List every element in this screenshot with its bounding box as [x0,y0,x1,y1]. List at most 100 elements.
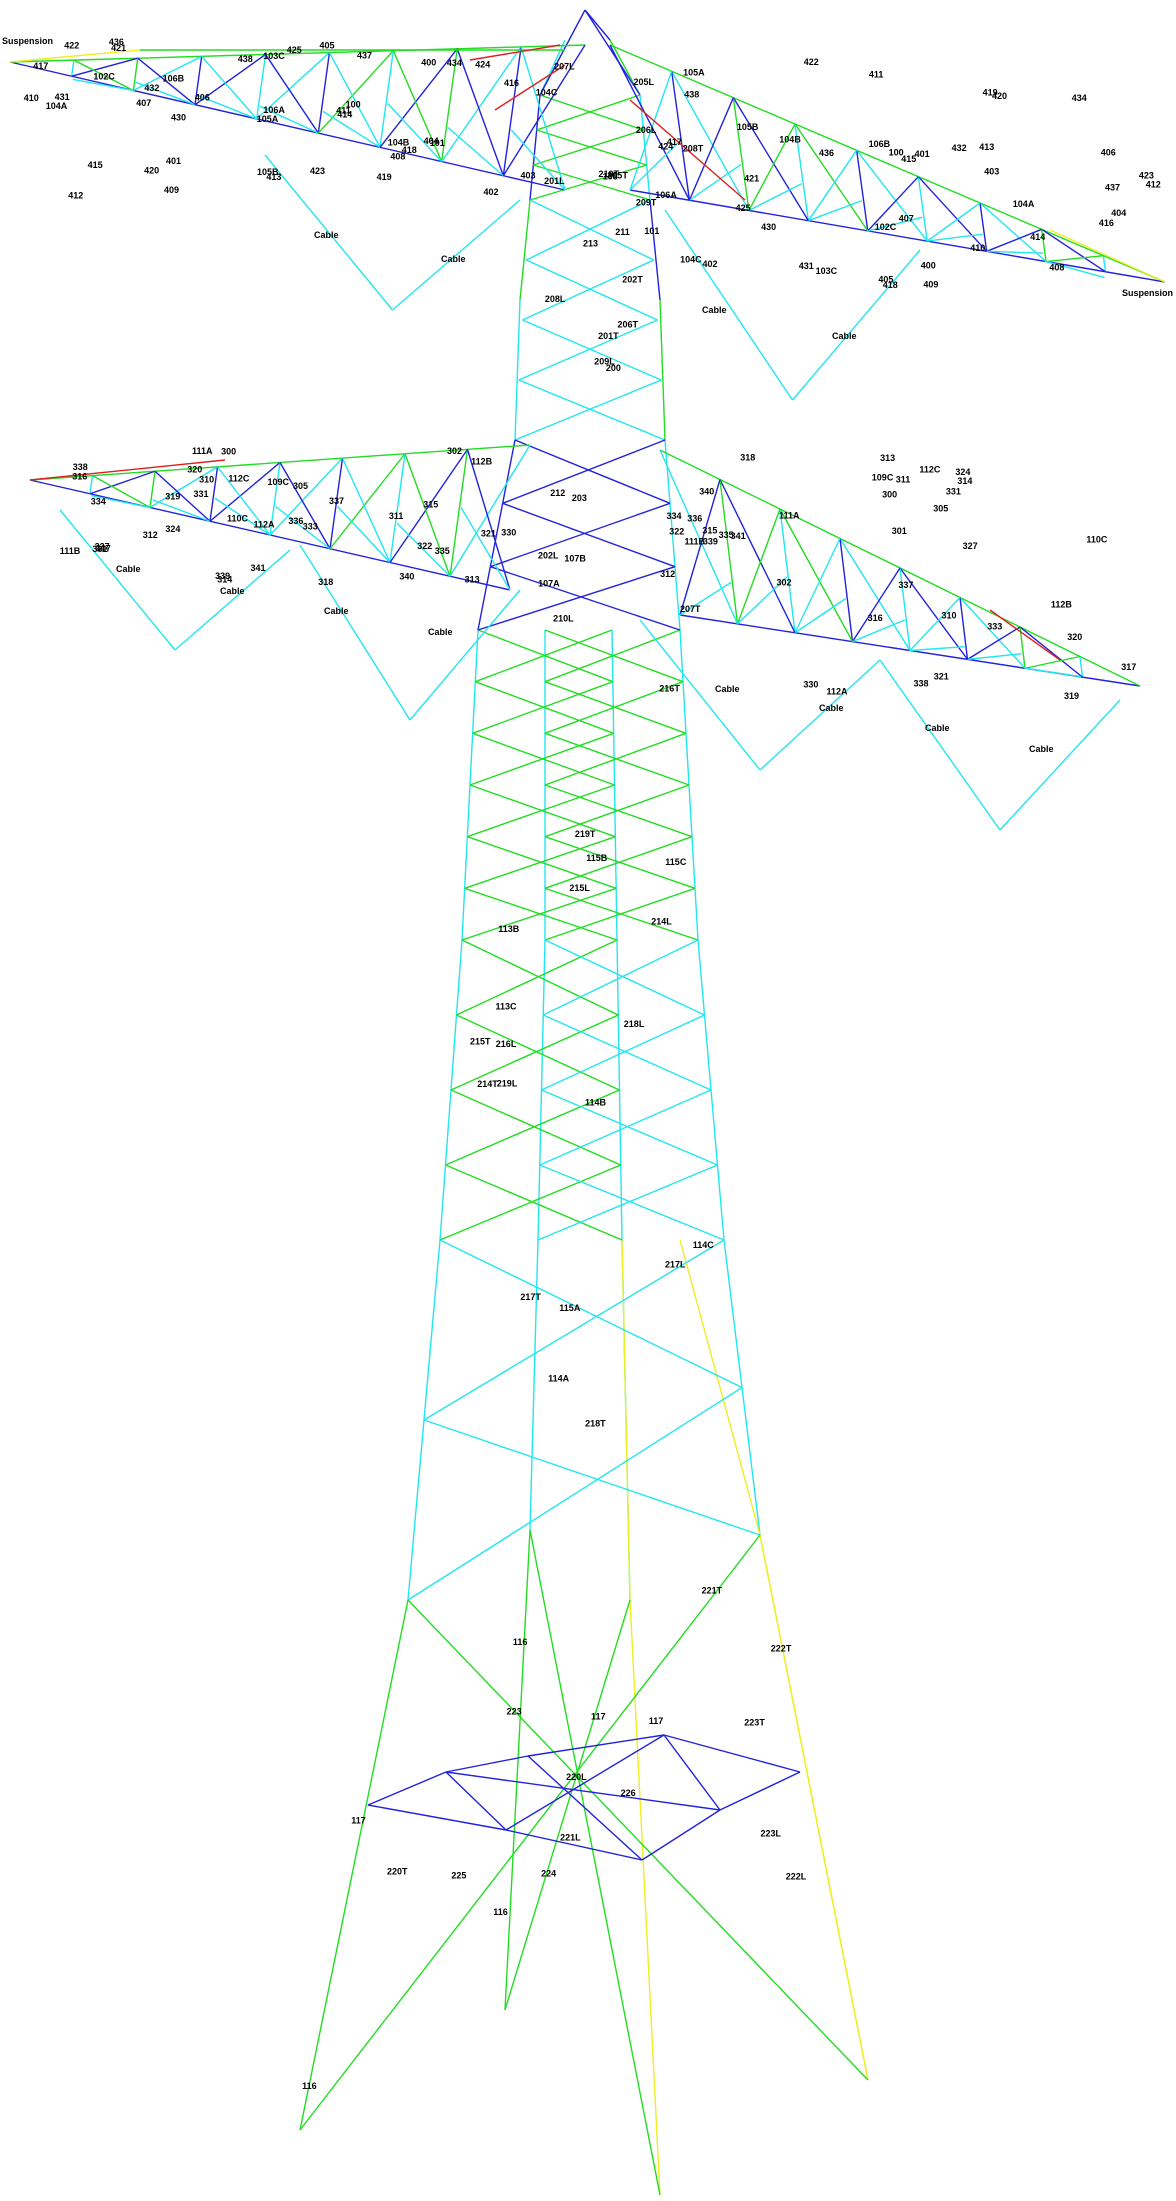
member-label: 223T [744,1718,765,1728]
annotation-labels: Suspension Suspension Cable Cable Cable … [2,36,1173,754]
member-label: 314 [957,476,972,486]
member-line-cyan [259,105,319,134]
member-line-blue [514,439,671,504]
member-label: 335 [435,546,450,556]
member-line-green [736,508,781,625]
member-line-cyan [379,50,395,148]
member-line-blue [490,502,671,568]
member-line-cyan [664,209,794,401]
member-line-cyan [525,199,651,261]
member-line-green [9,44,586,63]
member-label: 226 [621,1788,636,1798]
member-line-cyan [856,149,928,242]
member-label: 407 [136,98,151,108]
member-label: 105B [737,122,759,132]
member-label: 112A [254,520,276,530]
member-line-green [329,453,406,550]
member-label: 337 [898,580,913,590]
member-label: 412 [1146,180,1161,190]
member-label: 431 [55,92,70,102]
member-line-cyan [537,1164,718,1241]
member-label: 412 [68,191,83,201]
member-label: 310 [199,474,214,484]
member-line-cyan [808,199,863,222]
member-line-blue [71,57,138,77]
member-line-blue [663,1734,721,1811]
member-line-blue [649,199,661,301]
member-line-blue [89,470,156,495]
member-line-cyan [216,466,271,536]
member-label: 312 [660,569,675,579]
member-label: 421 [111,43,126,53]
member-line-cyan [514,379,662,441]
member-line-cyan [439,1239,743,1389]
member-label: 432 [144,83,159,93]
member-label: 416 [1099,218,1114,228]
member-label: 411 [869,69,884,79]
member-line-cyan [407,1386,743,1601]
member-label: 210T [599,169,620,179]
member-line-green [440,48,458,162]
member-line-cyan [917,176,928,242]
member-label: 200 [606,363,621,373]
suspension-label-left: Suspension [2,36,53,46]
member-label: 108 [603,171,618,181]
member-line-green [456,1014,620,1091]
member-line-green [529,164,647,201]
member-line-green [533,164,651,201]
member-label: 216T [659,683,680,693]
member-label: 202L [538,551,559,561]
cable-label: Cable [428,627,453,637]
member-line-cyan [89,475,94,494]
member-line-blue [209,461,281,522]
member-label: 203 [572,493,587,503]
member-line-blue [490,566,681,631]
member-line-green [449,449,469,577]
member-label: 418 [883,280,898,290]
member-label: 430 [761,222,776,232]
member-label: 415 [901,154,916,164]
member-label: 209L [594,357,615,367]
member-line-cyan [839,538,911,651]
member-line-green [92,475,151,509]
member-line-cyan [544,939,705,1016]
member-line-cyan [539,1089,712,1166]
member-line-blue [194,53,266,106]
member-line-green [539,94,644,131]
member-label: 216L [496,1039,517,1049]
member-label: 302 [447,446,462,456]
member-line-cyan [629,71,673,191]
member-line-blue [1019,626,1083,678]
member-line-cyan [423,1239,725,1421]
member-label: 206T [618,320,639,330]
member-line-blue [477,566,676,631]
member-line-green [544,732,687,786]
member-line-blue [584,9,641,96]
member-line-cyan [1024,667,1082,678]
member-line-blue [9,61,566,191]
member-line-blue [194,56,203,105]
member-label: 414 [337,110,352,120]
member-line-cyan [671,70,750,211]
member-line-red [629,99,746,201]
member-label: 114C [693,1240,715,1250]
member-label: 222L [786,1872,807,1882]
member-line-blue [466,449,511,591]
member-label: 339 [703,537,718,547]
member-line-cyan [999,699,1121,831]
member-label: 205L [634,77,655,87]
member-label: 341 [251,563,266,573]
member-line-blue [867,176,919,232]
member-label: 106A [263,105,285,115]
cable-label: Cable [702,305,727,315]
member-line-blue [967,626,1021,660]
member-label: 320 [187,464,202,474]
cable-label: Cable [832,331,857,341]
member-label: 315 [702,525,717,535]
member-label: 300 [882,490,897,500]
member-label: 413 [979,142,994,152]
member-label: 320 [1067,632,1082,642]
member-line-green [461,939,619,1016]
member-line-cyan [986,250,1044,254]
